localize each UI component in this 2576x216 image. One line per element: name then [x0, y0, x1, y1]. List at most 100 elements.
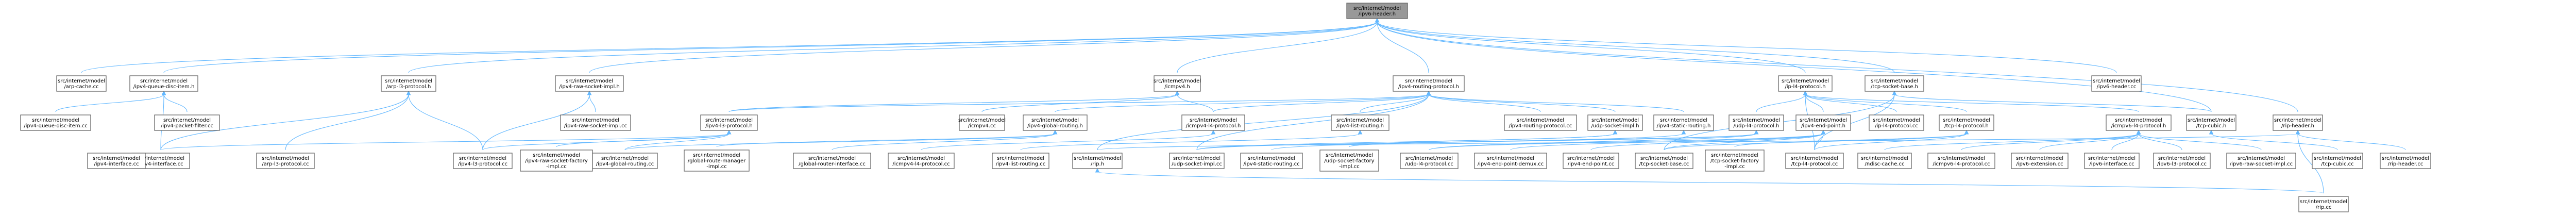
file-node[interactable]: src/internet/model/ipv4-static-routing.h	[1653, 114, 1714, 131]
file-node[interactable]: src/internet/model/tcp-cubic.cc	[2312, 153, 2363, 169]
file-node[interactable]: src/internet/model/tcp-cubic.h	[2186, 114, 2236, 131]
file-node[interactable]: src/internet/model/tcp-l4-protocol.h	[1939, 114, 1994, 131]
file-node[interactable]: src/internet/model/tcp-socket-base.cc	[1635, 153, 1693, 169]
edge-line	[1377, 21, 2117, 73]
file-node[interactable]: src/internet/model/ipv4-global-routing.h	[1023, 114, 1088, 131]
file-node[interactable]: src/internet/model/ndisc-cache.cc	[1857, 153, 1912, 169]
file-node[interactable]: src/internet/model/global-router-interfa…	[793, 153, 871, 169]
node-box	[1653, 114, 1714, 131]
file-node[interactable]: src/internet/model/icmpv4.h	[1154, 75, 1201, 92]
file-node[interactable]: src/internet/model/icmpv6-l4-protocol.cc	[1927, 153, 1995, 169]
dependency-edge	[161, 90, 188, 112]
node-label-line: /ipv4-routing-protocol.cc	[1509, 123, 1572, 129]
file-node[interactable]: src/internet/model/ipv4-l3-protocol.cc	[453, 153, 513, 169]
file-node[interactable]: src/internet/model/tcp-socket-factory-im…	[1705, 149, 1765, 172]
file-node[interactable]: src/internet/model/ipv4-queue-disc-item.…	[20, 114, 91, 131]
file-node[interactable]: src/internet/model/arp-cache.cc	[56, 75, 107, 92]
node-box	[1400, 153, 1459, 169]
file-node[interactable]: src/internet/model/icmpv6-l4-protocol.h	[2106, 114, 2172, 131]
file-node[interactable]: src/internet/model/ipv4-raw-socket-facto…	[520, 149, 593, 172]
node-label-line: src/internet/model	[1336, 118, 1384, 123]
file-node[interactable]: src/internet/model/ip-l4-protocol.cc	[1869, 114, 1924, 131]
file-node[interactable]: src/internet/model/udp-socket-impl.cc	[1169, 153, 1225, 169]
file-node[interactable]: src/internet/model/ipv6-header.cc	[2091, 75, 2142, 92]
edge-arrowhead	[1426, 90, 1431, 95]
edge-arrowhead	[587, 90, 592, 95]
file-node[interactable]: src/internet/model/ipv4-list-routing.cc	[992, 153, 1049, 169]
node-label-line: /tcp-socket-factory	[1710, 158, 1759, 164]
file-node[interactable]: src/internet/model/rip-header.h	[2273, 114, 2323, 131]
edge-line	[1055, 94, 1429, 112]
file-node[interactable]: src/internet/model/udp-socket-factory-im…	[1319, 149, 1379, 172]
node-box	[2011, 153, 2069, 169]
edge-line	[2138, 133, 2182, 151]
node-box	[1393, 75, 1465, 92]
node-box	[793, 153, 871, 169]
node-label-line: /ipv4-queue-disc-item.h	[133, 84, 195, 90]
file-node[interactable]: src/internet/model/ipv6-interface.cc	[2084, 153, 2140, 169]
node-box	[959, 114, 1005, 131]
file-node[interactable]: src/internet/model/ipv4-l3-protocol.h	[700, 114, 758, 131]
node-label-line: src/internet/model	[897, 156, 945, 161]
file-node[interactable]: src/internet/model/ipv4-routing-protocol…	[1504, 114, 1577, 131]
node-label-line: /ipv6-interface.cc	[2089, 161, 2134, 167]
file-node[interactable]: src/internet/model/icmpv4-l4-protocol.h	[1181, 114, 1245, 131]
file-node[interactable]: src/internet/model/udp-l4-protocol.cc	[1400, 153, 1459, 169]
node-box	[2298, 196, 2349, 212]
file-node[interactable]: src/internet/model/ipv4-end-point.h	[1795, 114, 1851, 131]
node-label-line: /icmpv4.cc	[968, 123, 996, 129]
dependency-edge	[81, 18, 1380, 73]
file-node[interactable]: src/internet/model/icmpv4-l4-protocol.cc	[888, 153, 955, 169]
file-node[interactable]: src/internet/model/ipv4-list-routing.h	[1331, 114, 1389, 131]
file-node[interactable]: src/internet/model/tcp-socket-base.h	[1865, 75, 1924, 92]
file-node[interactable]: src/internet/model/udp-l4-protocol.h	[1728, 114, 1784, 131]
file-node[interactable]: src/internet/model/icmpv4.cc	[958, 114, 1006, 131]
edge-line	[55, 94, 164, 112]
file-node[interactable]: src/internet/model/rip.h	[1072, 153, 1123, 169]
dependency-edge	[728, 90, 1431, 112]
file-node[interactable]: src/internet/model/udp-socket-impl.h	[1587, 114, 1643, 131]
file-node[interactable]: src/internet/model/rip.cc	[2298, 196, 2349, 212]
node-label-line: src/internet/model	[1154, 78, 1201, 84]
dependency-edge	[482, 90, 592, 151]
file-node[interactable]: src/internet/model/ipv4-static-routing.c…	[1240, 153, 1303, 169]
file-node[interactable]: src/internet/model/ipv4-end-point-demux.…	[1474, 153, 1547, 169]
edge-line	[1428, 94, 1541, 112]
file-node[interactable]: src/internet/model/ipv4-routing-protocol…	[1393, 75, 1465, 92]
node-label-line: src/internet/model	[459, 156, 506, 161]
dependency-edge	[1020, 129, 1363, 151]
node-label-line: /arp-l3-protocol.cc	[262, 161, 309, 167]
node-label-line: /arp-l3-protocol.h	[386, 84, 431, 90]
node-box	[2153, 153, 2211, 169]
file-node[interactable]: src/internet/model/ipv4-end-point.cc	[1563, 153, 1619, 169]
file-node[interactable]: src/internet/model/ipv4-raw-socket-impl.…	[560, 114, 631, 131]
node-box	[2380, 153, 2431, 169]
file-node[interactable]: src/internet/model/global-route-manager-…	[684, 149, 750, 172]
node-label-line: /ipv4-list-routing.cc	[996, 161, 1046, 167]
dependency-edge	[1814, 129, 1969, 151]
dependency-edge	[1803, 90, 1897, 112]
file-node[interactable]: src/internet/model/ipv4-packet-filter.cc	[154, 114, 220, 131]
file-node[interactable]: src/internet/model/tcp-l4-protocol.cc	[1785, 153, 1844, 169]
node-box	[992, 153, 1049, 169]
file-node[interactable]: src/internet/model/ipv4-global-routing.c…	[592, 153, 658, 169]
node-box	[1154, 75, 1201, 92]
file-node[interactable]: src/internet/model/ipv6-raw-socket-impl.…	[2226, 153, 2296, 169]
file-node[interactable]: src/internet/model/ipv6-l3-protocol.cc	[2153, 153, 2211, 169]
node-label-line: /ip-l4-protocol.h	[1785, 84, 1825, 90]
file-node[interactable]: src/internet/model/rip-header.cc	[2380, 153, 2431, 169]
file-node[interactable]: src/internet/model/arp-l3-protocol.cc	[256, 153, 315, 169]
edge-line	[1814, 133, 1967, 151]
file-node[interactable]: src/internet/model/ipv4-queue-disc-item.…	[129, 75, 198, 92]
file-node[interactable]: src/internet/model/ipv4-raw-socket-impl.…	[555, 75, 624, 92]
file-node[interactable]: src/internet/model/arp-l3-protocol.h	[381, 75, 436, 92]
file-node[interactable]: src/internet/model/ipv6-extension.cc	[2011, 153, 2069, 169]
node-box	[129, 75, 198, 92]
edge-arrowhead	[726, 129, 732, 135]
file-node[interactable]: src/internet/model/ipv4-interface.cc	[87, 153, 146, 169]
edge-line	[2211, 133, 2338, 151]
node-label-line: /ipv4-routing-protocol.h	[1398, 84, 1459, 90]
file-node[interactable]: src/internet/model/ip-l4-protocol.h	[1778, 75, 1833, 92]
dependency-edge	[1429, 129, 1759, 151]
